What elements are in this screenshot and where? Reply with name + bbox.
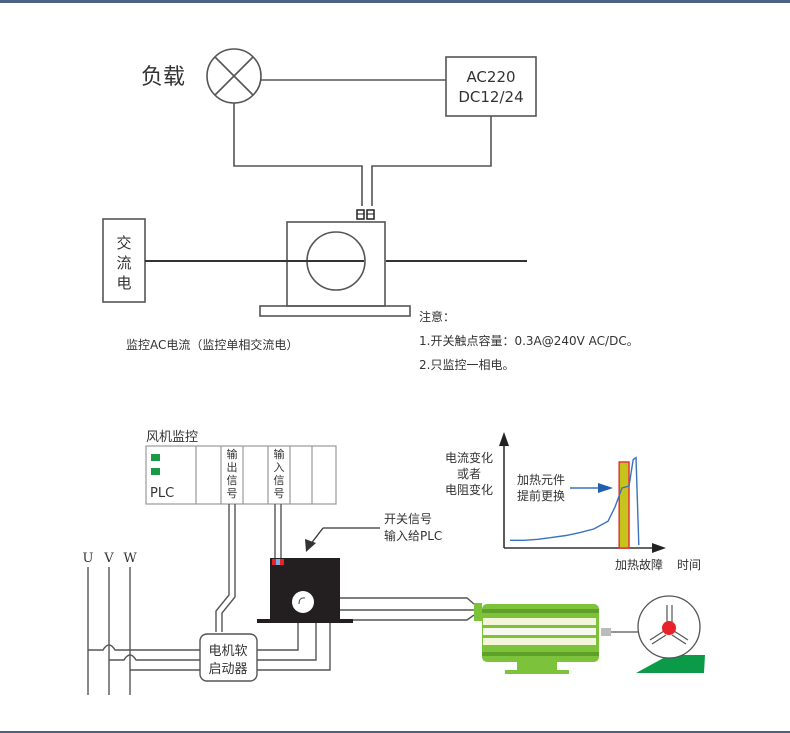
output-signal-char: 号 (227, 487, 238, 500)
soft-starter-box (199, 633, 258, 682)
fan-monitor-title: 风机监控 (146, 430, 198, 445)
annotation-fault-label: 加热故障 (615, 557, 663, 572)
annotation-replace-label: 提前更换 (517, 488, 565, 503)
annotation-replace-label: 加热元件 (517, 473, 565, 487)
current-sensor-body (286, 221, 386, 307)
wire (371, 116, 492, 206)
y-axis-label: 电流变化 (445, 450, 493, 465)
fault-highlight-bar (618, 461, 630, 549)
power-supply-box (445, 56, 537, 117)
soft-starter-label: 电机软 (208, 644, 247, 659)
power-label-ac: AC220 (466, 68, 515, 86)
notes-title: 注意： (419, 309, 455, 324)
phase-label: U (83, 551, 94, 566)
input-signal-char: 入 (274, 461, 285, 474)
bottom-frame-bar (0, 731, 790, 733)
wire (233, 103, 363, 206)
input-signal-char: 信 (274, 474, 285, 487)
top-caption: 监控AC电流（监控单相交流电） (126, 337, 298, 352)
ac-source-char: 交 (116, 234, 131, 252)
bottom-wiring (87, 504, 475, 695)
switch-signal-label: 开关信号 (384, 512, 432, 526)
plc-label: PLC (150, 486, 174, 501)
y-axis-label: 或者 (457, 467, 481, 481)
output-signal-char: 出 (227, 460, 238, 474)
input-signal-char: 号 (274, 487, 285, 500)
fan-icon (636, 595, 705, 673)
sensor-base (259, 305, 411, 317)
output-signal-char: 信 (227, 474, 238, 487)
ac-source-char: 流 (116, 254, 131, 272)
top-diagram (102, 48, 537, 317)
load-label: 负载 (141, 65, 185, 90)
plc-module (145, 445, 337, 505)
power-label-dc: DC12/24 (458, 88, 523, 106)
ac-source-char: 电 (116, 274, 131, 292)
plc-led-icon (151, 454, 160, 461)
phase-label: V (103, 551, 114, 566)
motor-icon (474, 603, 611, 674)
soft-starter-label: 启动器 (208, 662, 247, 677)
annotation-arrow-icon (598, 483, 613, 493)
plc-led-icon (151, 468, 160, 475)
output-signal-char: 输 (227, 447, 238, 461)
input-signal-char: 输 (274, 447, 285, 461)
note-item: 1.开关触点容量：0.3A@240V AC/DC。 (419, 333, 639, 348)
top-frame-bar (0, 0, 790, 3)
y-axis-arrow-icon (499, 432, 509, 446)
lamp-cross-line (214, 56, 254, 96)
x-axis-arrow-icon (652, 543, 666, 553)
callout-arrow-icon (305, 527, 380, 552)
current-switch-sensor (257, 558, 353, 623)
x-axis-label: 时间 (677, 558, 701, 572)
current-change-chart (499, 432, 666, 553)
phase-label: W (123, 551, 137, 566)
note-item: 2.只监控一相电。 (419, 358, 514, 372)
y-axis-label: 电阻变化 (445, 482, 493, 497)
switch-signal-label: 输入给PLC (384, 528, 442, 543)
series-current-line (510, 456, 640, 546)
